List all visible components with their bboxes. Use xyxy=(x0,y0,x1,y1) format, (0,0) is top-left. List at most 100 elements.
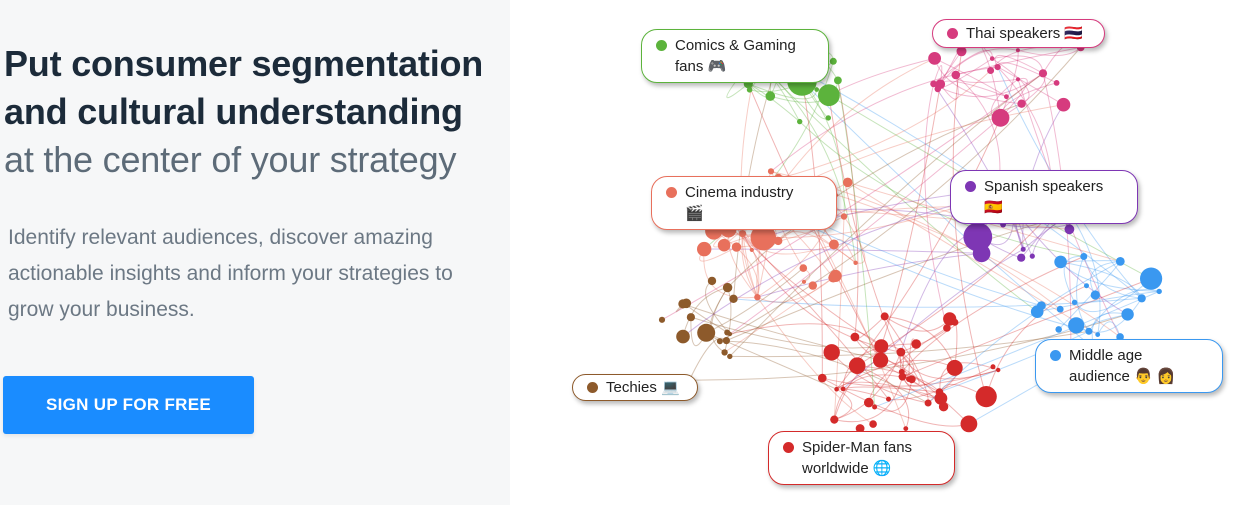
sign-up-button[interactable]: SIGN UP FOR FREE xyxy=(3,376,254,434)
graph-node xyxy=(1115,257,1125,266)
graph-node xyxy=(1030,305,1044,319)
graph-edge xyxy=(874,290,1160,408)
graph-edge xyxy=(682,303,881,361)
graph-edge xyxy=(690,316,882,349)
graph-background xyxy=(510,0,1247,505)
graph-node xyxy=(801,279,807,284)
graph-node xyxy=(1156,288,1162,295)
graph-node xyxy=(818,84,840,107)
graph-edge xyxy=(901,256,1084,373)
graph-node xyxy=(1038,69,1048,78)
graph-node xyxy=(797,118,803,125)
graph-edge xyxy=(991,58,1030,105)
graph-edge xyxy=(822,377,970,427)
graph-node xyxy=(907,375,916,384)
graph-node xyxy=(855,424,865,433)
graph-node xyxy=(1029,253,1035,259)
graph-edge xyxy=(985,285,1087,397)
graph-edge xyxy=(724,277,834,353)
graph-node xyxy=(765,91,776,101)
graph-node xyxy=(898,372,907,381)
headline-line-3: at the center of your strategy xyxy=(4,139,457,180)
graph-node xyxy=(850,332,860,342)
graph-edge xyxy=(836,381,942,399)
graph-edge xyxy=(682,287,728,337)
graph-edge xyxy=(661,72,1044,321)
graph-edge xyxy=(727,103,1022,288)
graph-node xyxy=(808,281,817,290)
graph-edge xyxy=(801,80,1095,349)
graph-node xyxy=(1056,305,1064,313)
graph-node xyxy=(869,420,877,428)
graph-edge xyxy=(822,369,999,387)
graph-edge xyxy=(1037,290,1160,313)
graph-edge xyxy=(1090,260,1121,296)
graph-node xyxy=(924,399,932,407)
graph-node xyxy=(911,339,921,349)
graph-node xyxy=(1068,317,1085,334)
graph-node xyxy=(754,294,761,301)
graph-edge xyxy=(770,66,998,172)
graph-edge xyxy=(933,72,1044,98)
graph-edge xyxy=(719,340,929,404)
headline-line-2: and cultural understanding xyxy=(4,91,463,132)
graph-edge xyxy=(828,57,935,96)
graph-node xyxy=(1056,97,1071,112)
graph-edge xyxy=(1097,321,1121,338)
graph-edge xyxy=(933,64,943,85)
graph-edge xyxy=(706,267,804,334)
graph-edge xyxy=(831,351,929,404)
segment-label-line-1: Spider-Man fans xyxy=(802,439,913,456)
segment-dot xyxy=(656,40,667,51)
graph-edge xyxy=(729,117,1001,335)
graph-edge xyxy=(733,297,1142,308)
graph-node xyxy=(830,415,839,424)
graph-node xyxy=(678,299,688,309)
segment-dot xyxy=(783,442,794,453)
graph-edge xyxy=(801,202,907,429)
segment-tag-spanish-speakers[interactable]: Spanish speakers 🇪🇸 xyxy=(950,170,1138,224)
graph-edge xyxy=(799,121,1084,257)
graph-edge xyxy=(1060,261,1160,292)
graph-node xyxy=(994,64,1001,71)
graph-node xyxy=(842,177,853,188)
segment-label-line-2: audience 👨 👩 xyxy=(1069,368,1176,385)
graph-node xyxy=(697,241,712,257)
graph-node xyxy=(1071,299,1078,305)
graph-edge xyxy=(933,49,993,85)
graph-node xyxy=(886,396,891,402)
segment-tag-middle-age-audience[interactable]: Middle age audience 👨 👩 xyxy=(1035,339,1223,393)
graph-edge xyxy=(843,216,866,264)
graph-node xyxy=(989,56,995,61)
graph-edge xyxy=(689,337,727,381)
graph-node xyxy=(716,338,723,345)
graph-edge xyxy=(868,327,948,403)
graph-edge xyxy=(992,55,1044,74)
graph-node xyxy=(873,352,889,368)
graph-node xyxy=(1017,253,1026,262)
graph-node xyxy=(934,392,948,405)
graph-edge xyxy=(847,181,1098,336)
graph-node xyxy=(1015,48,1020,53)
graph-node xyxy=(774,236,783,246)
graph-node xyxy=(987,67,995,74)
graph-node xyxy=(840,386,846,392)
segment-tag-cinema-industry[interactable]: Cinema industry 🎬 xyxy=(651,176,837,230)
graph-node xyxy=(903,426,909,431)
segment-tag-comics-gaming[interactable]: Comics & Gaming fans 🎮 xyxy=(641,29,829,83)
graph-node xyxy=(829,57,837,65)
graph-node xyxy=(975,386,997,408)
graph-node xyxy=(834,386,839,392)
graph-node xyxy=(1004,94,1009,100)
headline: Put consumer segmentation and cultural u… xyxy=(4,40,504,184)
segment-tag-techies[interactable]: Techies 💻 xyxy=(572,374,698,401)
graph-node xyxy=(729,294,738,303)
segment-tag-thai-speakers[interactable]: Thai speakers 🇹🇭 xyxy=(932,19,1105,48)
graph-edge xyxy=(1063,255,1084,303)
segment-tag-spider-man-fans[interactable]: Spider-Man fans worldwide 🌐 xyxy=(768,431,955,485)
graph-edge xyxy=(729,330,1090,358)
graph-edge xyxy=(1074,278,1152,312)
graph-edge xyxy=(1013,208,1128,315)
graph-edge xyxy=(753,70,991,186)
graph-node xyxy=(697,323,716,342)
